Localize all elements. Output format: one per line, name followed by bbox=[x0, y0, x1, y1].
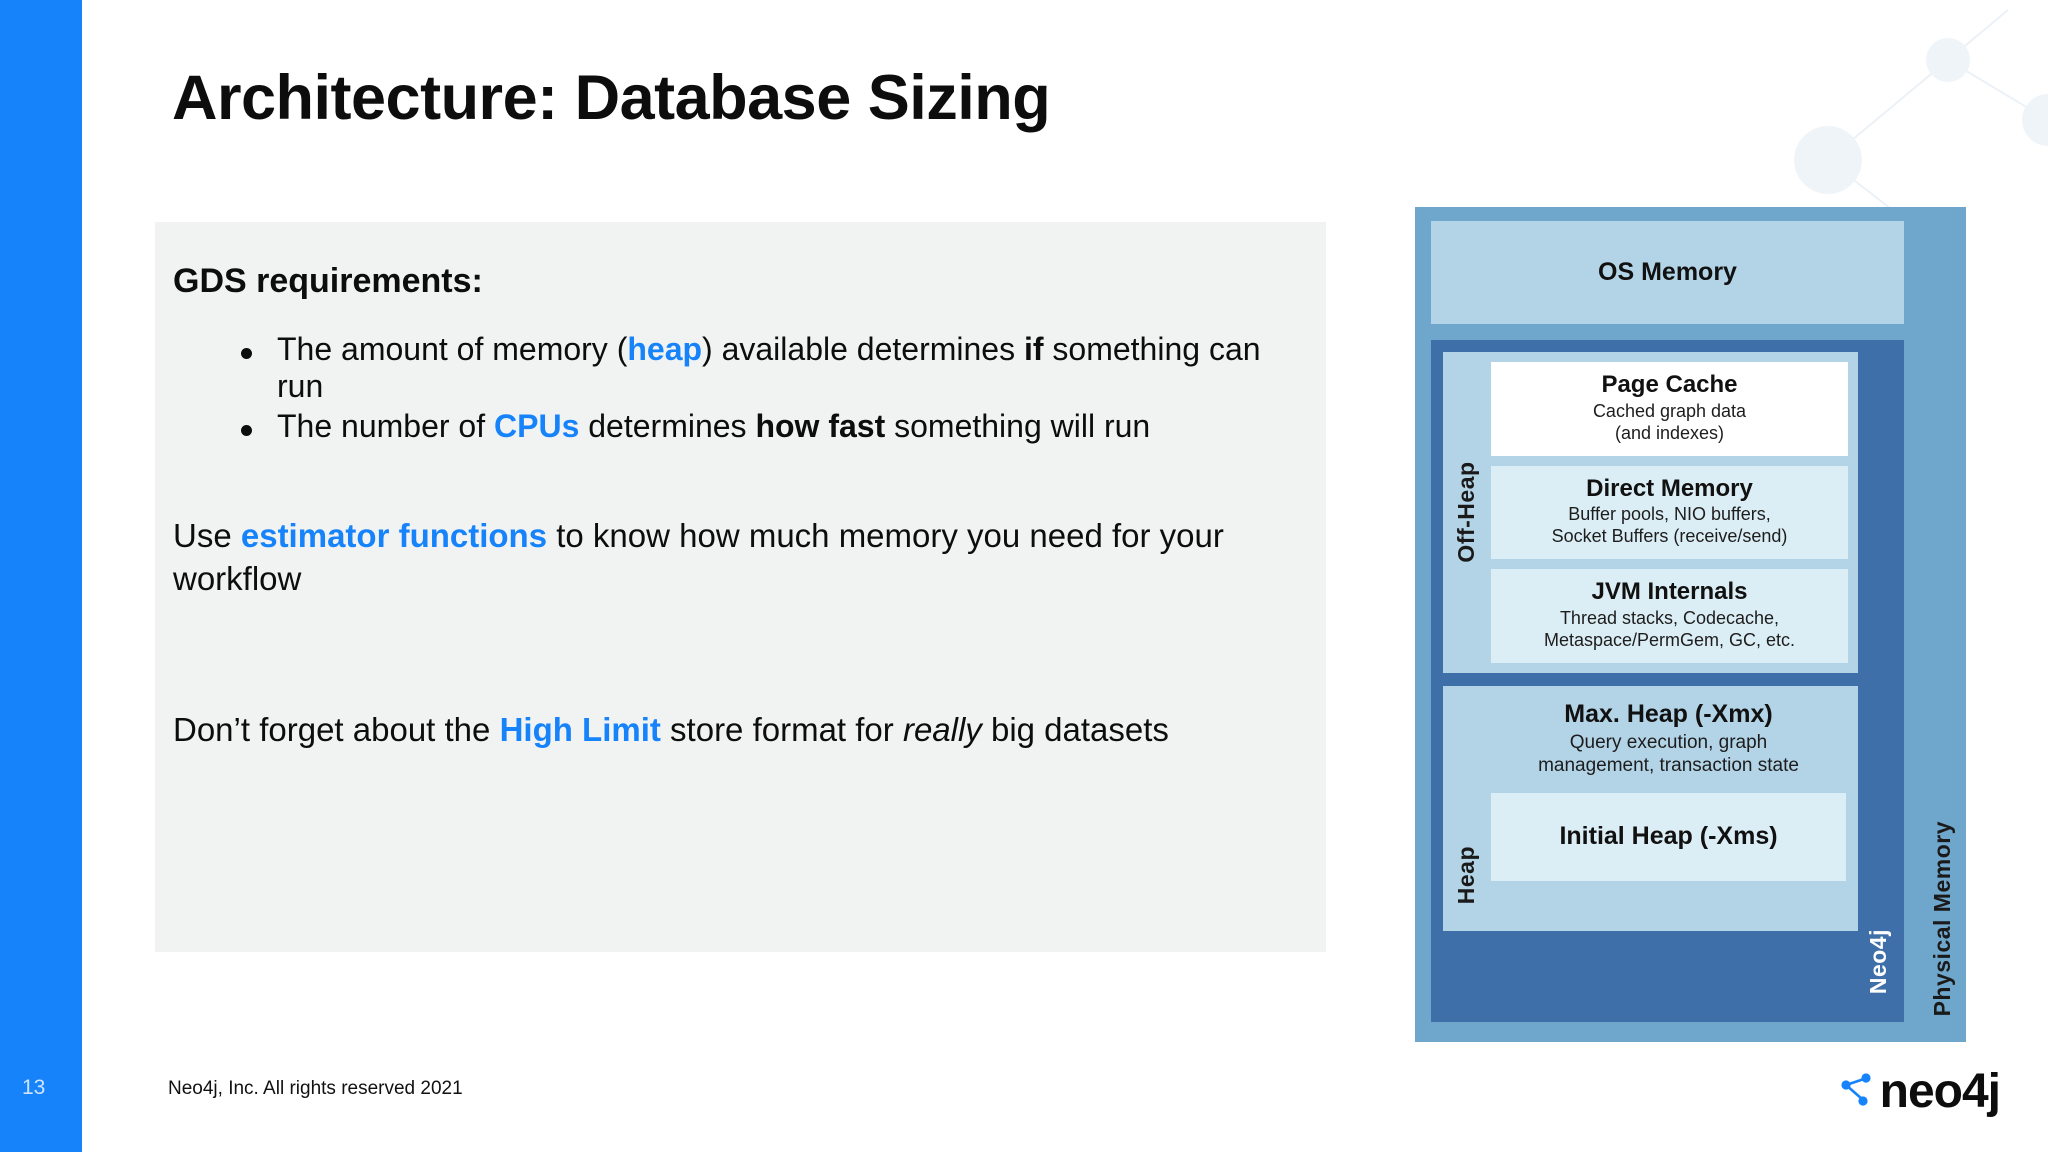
jvm-internals-card: JVM Internals Thread stacks, Codecache,M… bbox=[1491, 569, 1848, 663]
left-accent-bar bbox=[0, 0, 82, 1152]
page-cache-title: Page Cache bbox=[1601, 371, 1738, 398]
neo4j-mark-icon bbox=[1841, 1073, 1871, 1106]
page-cache-card: Page Cache Cached graph data(and indexes… bbox=[1491, 362, 1848, 456]
direct-memory-sub: Buffer pools, NIO buffers,Socket Buffers… bbox=[1551, 504, 1788, 547]
physical-memory-label: Physical Memory bbox=[1929, 820, 1955, 1016]
requirements-list: The amount of memory (heap) available de… bbox=[177, 331, 1296, 445]
content-panel: GDS requirements: The amount of memory (… bbox=[155, 222, 1326, 952]
memory-architecture-diagram: Physical Memory OS Memory Neo4j Off-Heap… bbox=[1415, 207, 1966, 1042]
high-limit-paragraph: Don’t forget about the High Limit store … bbox=[173, 711, 1169, 749]
neo4j-wordmark: neo4j bbox=[1879, 1065, 2001, 1118]
page-cache-sub: Cached graph data(and indexes) bbox=[1592, 400, 1747, 443]
os-memory-box: OS Memory bbox=[1431, 221, 1904, 324]
offheap-label: Off-Heap bbox=[1453, 461, 1479, 563]
estimator-paragraph: Use estimator functions to know how much… bbox=[173, 517, 1224, 598]
page-title: Architecture: Database Sizing bbox=[172, 63, 1051, 133]
direct-memory-card: Direct Memory Buffer pools, NIO buffers,… bbox=[1491, 465, 1848, 559]
list-item: The amount of memory (heap) available de… bbox=[177, 331, 1296, 406]
page-number: 13 bbox=[22, 1076, 46, 1099]
neo4j-container: Neo4j Off-Heap Page Cache Cached graph d… bbox=[1431, 340, 1904, 1022]
neo4j-label: Neo4j bbox=[1865, 928, 1891, 994]
offheap-section: Off-Heap Page Cache Cached graph data(an… bbox=[1443, 352, 1858, 673]
direct-memory-title: Direct Memory bbox=[1586, 474, 1753, 502]
requirements-heading: GDS requirements: bbox=[173, 262, 483, 300]
max-heap-title: Max. Heap (-Xmx) bbox=[1564, 699, 1773, 728]
jvm-internals-sub: Thread stacks, Codecache,Metaspace/PermG… bbox=[1543, 607, 1796, 650]
jvm-internals-title: JVM Internals bbox=[1591, 578, 1748, 605]
neo4j-logo: neo4j bbox=[1840, 1065, 2001, 1118]
list-item: The number of CPUs determines how fast s… bbox=[177, 408, 1296, 445]
initial-heap-box: Initial Heap (-Xms) bbox=[1491, 792, 1846, 881]
heap-section: Heap Max. Heap (-Xmx) Query execution, g… bbox=[1443, 685, 1858, 931]
heap-label: Heap bbox=[1453, 846, 1479, 905]
copyright-footer: Neo4j, Inc. All rights reserved 2021 bbox=[168, 1078, 463, 1099]
